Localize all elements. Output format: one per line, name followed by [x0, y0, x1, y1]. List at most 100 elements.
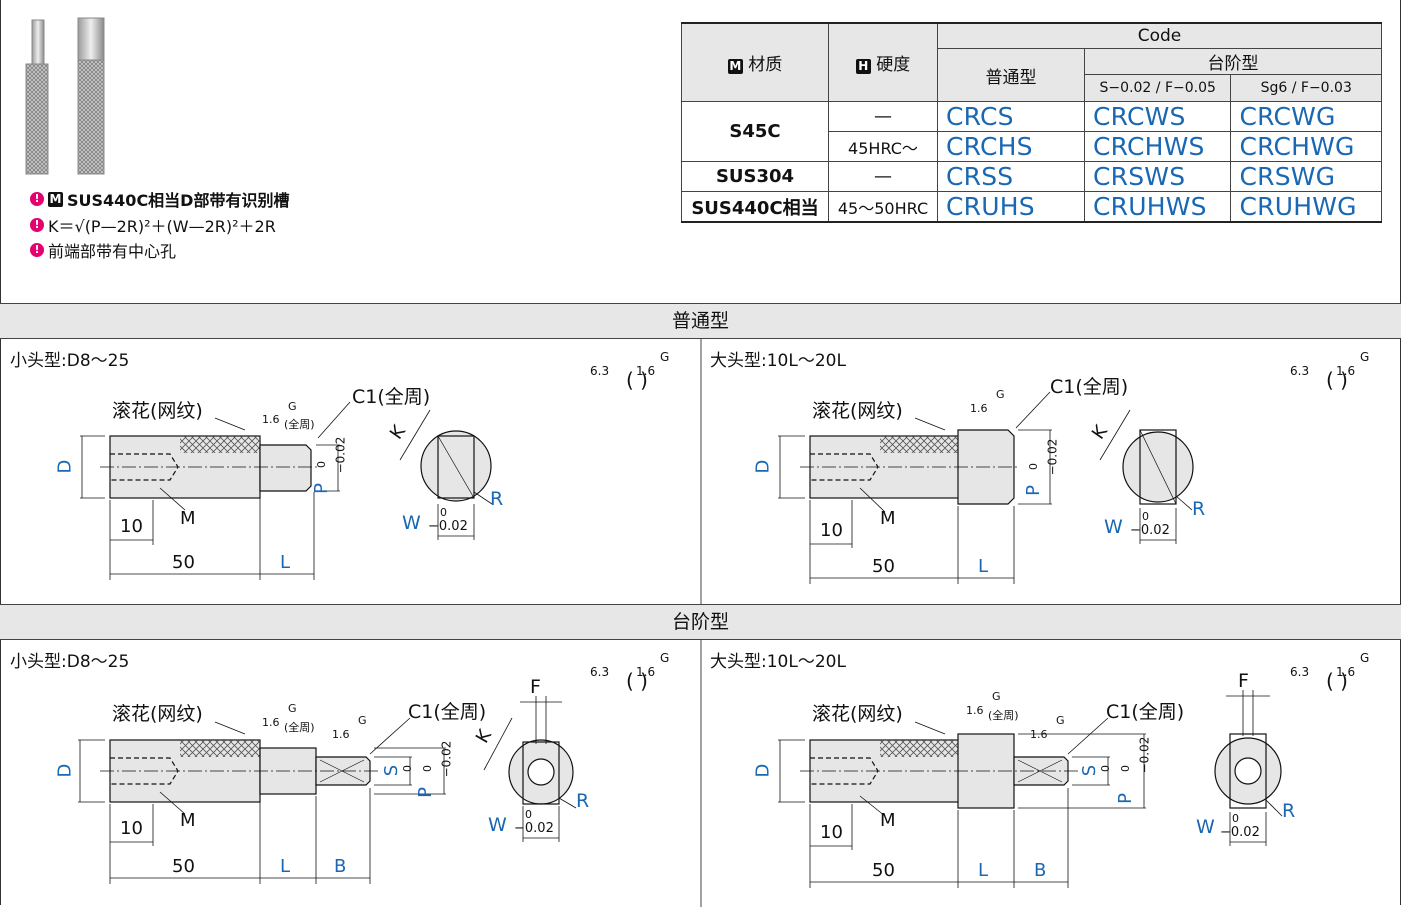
drawing-normal-small — [80, 401, 493, 580]
code-normal[interactable]: CRUHS — [937, 191, 1085, 223]
label-tol-zero: 0 — [401, 765, 414, 772]
label-knurl: 滚花(网纹) — [112, 400, 203, 422]
hardness-icon: H — [855, 59, 871, 74]
note-center-hole-text: 前端部带有中心孔 — [48, 242, 177, 261]
label-g: G — [288, 702, 297, 715]
code-step1[interactable]: CRCHWS — [1083, 131, 1232, 162]
header-hardness: H 硬度 — [828, 22, 938, 102]
label-all-around: (全周) — [988, 709, 1019, 722]
note-bulb-icon: ! — [30, 243, 44, 257]
subtitle-normal-small: 小头型:D8～25 — [10, 351, 130, 371]
label-rough-16: 1.6 — [1030, 728, 1048, 741]
label-R: R — [1192, 498, 1206, 520]
label-50: 50 — [872, 556, 895, 577]
label-10: 10 — [120, 818, 143, 839]
table-row: S45C — CRCS CRCWS CRCWG — [681, 101, 1382, 162]
label-W: W — [1196, 816, 1215, 838]
roughness-paren: ( ) — [626, 368, 648, 392]
code-step2[interactable]: CRUHWG — [1230, 191, 1382, 223]
code-normal[interactable]: CRSS — [937, 161, 1085, 192]
note-material-text: SUS440C相当D部带有识别槽 — [67, 191, 290, 210]
label-50: 50 — [172, 552, 195, 573]
label-B: B — [334, 856, 347, 877]
header-material: M 材质 — [681, 22, 829, 102]
label-tol-002: −0.02 — [439, 740, 454, 778]
material-icon: M — [48, 191, 63, 207]
label-tol-zero: 0 — [525, 808, 532, 821]
row-hardness: — — [828, 161, 938, 192]
code-step1[interactable]: CRUHWS — [1083, 191, 1232, 223]
header-step-tol-2: Sg6 / F−0.03 — [1230, 74, 1382, 102]
roughness-paren: ( ) — [626, 669, 648, 693]
table-row: 45HRC～ CRCHS CRCHWS CRCHWG — [682, 131, 1382, 162]
label-tol-zero: 0 — [1119, 765, 1132, 772]
label-chamfer: C1(全周) — [408, 701, 487, 723]
roughness-g: G — [1360, 651, 1370, 665]
label-B: B — [1034, 860, 1047, 881]
label-D: D — [752, 763, 774, 778]
label-chamfer: C1(全周) — [1050, 376, 1129, 398]
header-code: Code — [937, 22, 1382, 49]
code-step1[interactable]: CRCWS — [1083, 101, 1232, 132]
roughness-g: G — [1360, 350, 1370, 364]
label-tol-zero: 0 — [315, 461, 328, 468]
roughness-16: 1.6 — [636, 364, 656, 378]
label-rough-16: 1.6 — [332, 728, 350, 741]
label-rough-16: 1.6 — [970, 402, 988, 415]
label-S: S — [1079, 764, 1101, 777]
roughness-paren: ( ) — [1326, 669, 1348, 693]
code-step2[interactable]: CRSWG — [1230, 161, 1382, 192]
code-step2[interactable]: CRCHWG — [1230, 131, 1382, 162]
code-step1[interactable]: CRSWS — [1083, 161, 1232, 192]
label-g: G — [992, 690, 1001, 703]
row-hardness: 45～50HRC — [828, 191, 938, 223]
label-R: R — [490, 488, 504, 510]
header-step-tol-1: S−0.02 / F−0.05 — [1083, 74, 1232, 102]
section-title-step: 台阶型 — [0, 604, 1401, 640]
roughness-16: 1.6 — [1336, 364, 1356, 378]
code-normal[interactable]: CRCHS — [937, 131, 1085, 162]
label-tol-zero: 0 — [1142, 510, 1149, 523]
label-R: R — [1282, 800, 1296, 822]
label-R: R — [576, 790, 590, 812]
note-center-hole: ! 前端部带有中心孔 — [30, 238, 176, 262]
header-material-label: 材质 — [748, 55, 783, 75]
label-rough-16: 1.6 — [262, 716, 280, 729]
header-hardness-label: 硬度 — [876, 55, 911, 75]
label-rough-16: 1.6 — [966, 704, 984, 717]
label-all-around: (全周) — [284, 721, 315, 734]
label-knurl: 滚花(网纹) — [812, 703, 903, 725]
label-S: S — [381, 764, 403, 777]
note-bulb-icon: ! — [30, 218, 44, 232]
label-P: P — [1114, 793, 1136, 804]
note-material: ! M SUS440C相当D部带有识别槽 — [30, 187, 289, 211]
label-M: M — [880, 810, 896, 831]
roughness-16: 1.6 — [1336, 665, 1356, 679]
product-photo — [25, 17, 105, 175]
label-tol-002: −0.02 — [1220, 825, 1260, 840]
label-g: G — [996, 388, 1005, 401]
row-material: SUS440C相当 — [681, 191, 829, 223]
label-g: G — [288, 400, 297, 413]
code-step2[interactable]: CRCWG — [1230, 101, 1382, 132]
label-tol-002: −0.02 — [514, 821, 554, 836]
label-tol-002: −0.02 — [1130, 523, 1170, 538]
roughness-g: G — [660, 651, 670, 665]
note-bulb-icon: ! — [30, 192, 44, 206]
label-10: 10 — [820, 822, 843, 843]
code-normal[interactable]: CRCS — [937, 101, 1085, 132]
roughness-g: G — [660, 350, 670, 364]
roughness-63: 6.3 — [590, 665, 610, 679]
header-normal-type: 普通型 — [937, 48, 1085, 102]
header-step-type: 台阶型 — [1084, 48, 1382, 75]
label-D: D — [54, 763, 76, 778]
label-W: W — [488, 814, 507, 836]
roughness-paren: ( ) — [1326, 368, 1348, 392]
drawing-step-large — [778, 690, 1283, 888]
label-F: F — [530, 676, 541, 698]
label-P: P — [414, 787, 436, 798]
label-knurl: 滚花(网纹) — [812, 400, 903, 422]
label-W: W — [402, 512, 421, 534]
label-M: M — [180, 810, 196, 831]
